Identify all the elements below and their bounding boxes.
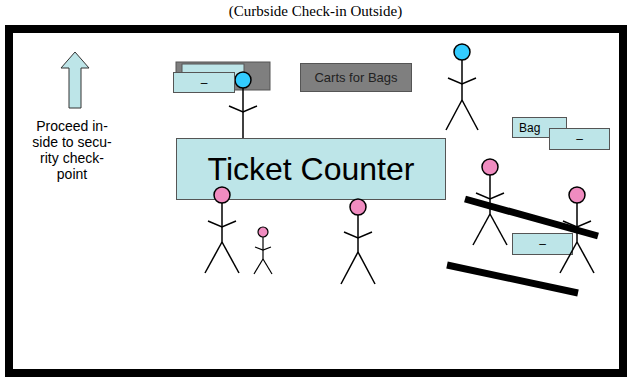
passenger-figure: [341, 199, 375, 284]
tag-box: –: [512, 233, 573, 255]
ticket-counter: Ticket Counter: [176, 138, 446, 200]
box-text: Ticket Counter: [208, 151, 415, 188]
agent-figure: [446, 44, 478, 130]
box-text: Carts for Bags: [314, 70, 397, 85]
passenger-figure: [560, 187, 594, 273]
queue-barrier: [447, 265, 578, 293]
cart-area: Carts for Bags: [300, 63, 412, 92]
tag-box: –: [549, 128, 610, 150]
queue-barrier: [465, 199, 598, 236]
box-text: –: [201, 76, 208, 90]
diagram-title: (Curbside Check-in Outside): [0, 3, 631, 20]
box-text: Bag: [519, 121, 540, 135]
direction-note: Proceed in- side to secu- rity check- po…: [28, 118, 116, 182]
tag-box: –: [173, 72, 235, 93]
passenger-figure: [473, 159, 507, 245]
box-text: –: [539, 237, 546, 251]
box-text: –: [576, 132, 583, 146]
passenger-figure: [205, 187, 239, 273]
up-arrow: [61, 52, 89, 108]
child-figure: [254, 227, 272, 274]
room-border: [9, 29, 623, 373]
